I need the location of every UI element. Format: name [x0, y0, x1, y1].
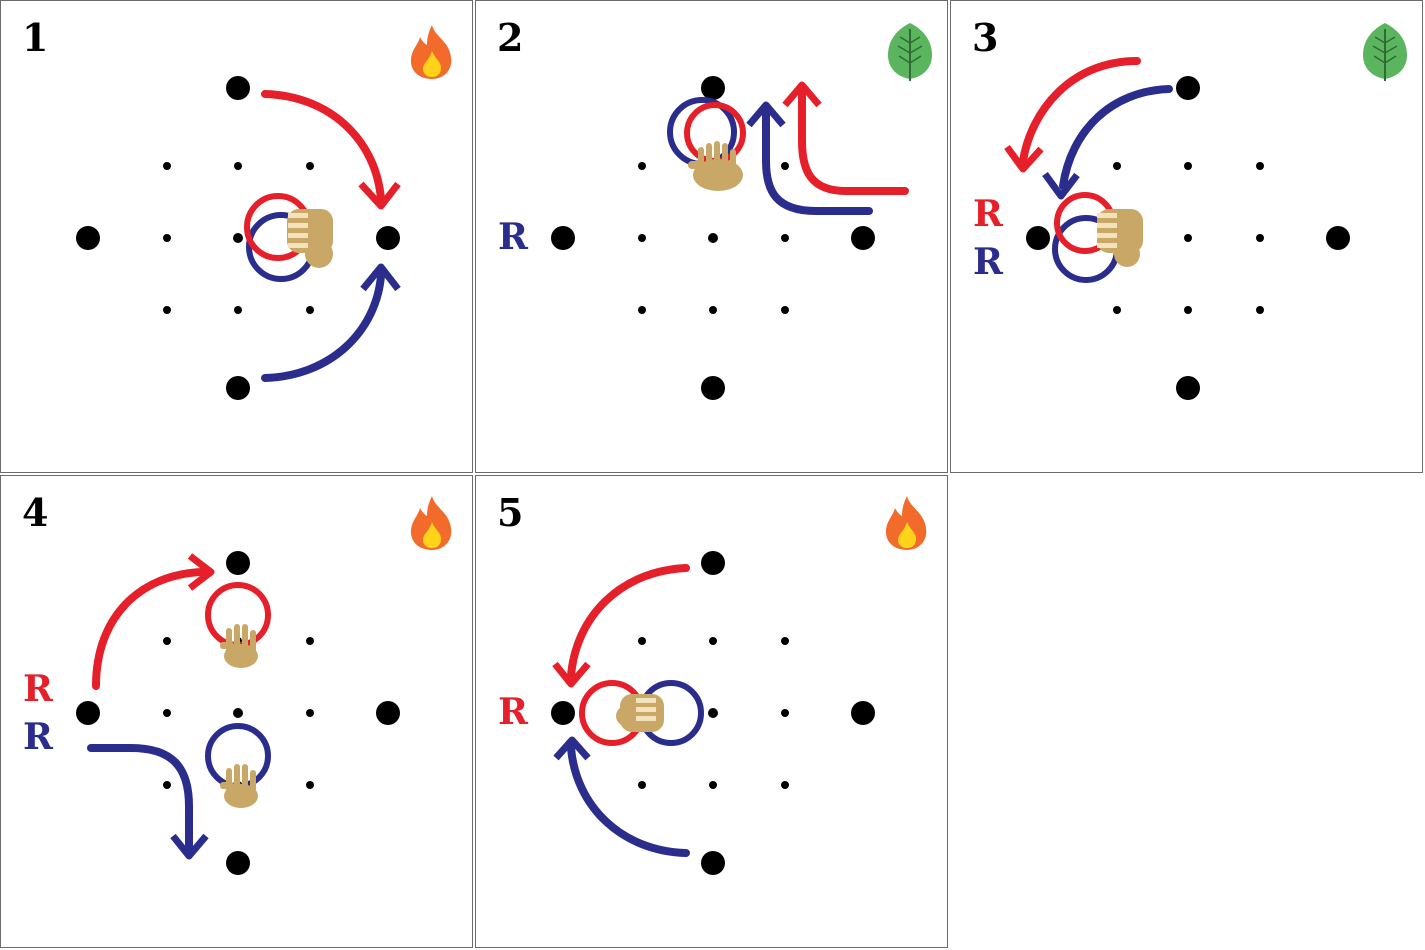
open-hand-top [220, 624, 258, 668]
fist-hand [1097, 209, 1143, 267]
panel-4: 4 R R [0, 475, 473, 948]
r-label-red: R [973, 193, 1003, 235]
blue-arrow [1059, 85, 1173, 190]
fire-icon [885, 496, 927, 550]
r-label-red: R [498, 691, 528, 733]
red-arrow [1019, 57, 1141, 165]
step-number: 5 [497, 490, 524, 535]
panel-3-grid [1004, 57, 1350, 400]
fist-hand [616, 694, 664, 732]
panel-1-grid [76, 76, 401, 400]
fire-icon [410, 25, 452, 79]
panel-4-grid [76, 551, 400, 875]
leaf-icon [1363, 23, 1407, 81]
open-hand-bottom [220, 764, 258, 808]
red-arrow [261, 90, 385, 203]
panel-2: 2 R [475, 0, 948, 473]
blue-arrow [87, 744, 193, 852]
blue-arrow [261, 272, 385, 382]
panel-5: 5 R [475, 475, 948, 948]
fire-icon [410, 496, 452, 550]
r-label-blue: R [23, 716, 53, 758]
r-label-red: R [23, 668, 53, 710]
panel-2-grid [551, 76, 909, 400]
open-hand [688, 141, 743, 191]
r-label-blue: R [498, 216, 528, 258]
blue-arrow [762, 107, 873, 215]
red-arrow [798, 87, 909, 195]
leaf-icon [888, 23, 932, 81]
panel-1: 1 [0, 0, 473, 473]
red-arrow [92, 568, 207, 690]
step-number: 2 [497, 15, 524, 60]
step-number: 4 [22, 490, 49, 535]
step-number: 1 [22, 15, 49, 60]
panel-5-grid [551, 551, 875, 875]
fist-hand [287, 209, 333, 268]
step-number: 3 [972, 15, 999, 60]
red-arrow [567, 564, 690, 680]
panel-3: 3 R R [950, 0, 1423, 473]
blue-arrow [567, 744, 690, 857]
r-label-blue: R [973, 241, 1003, 283]
